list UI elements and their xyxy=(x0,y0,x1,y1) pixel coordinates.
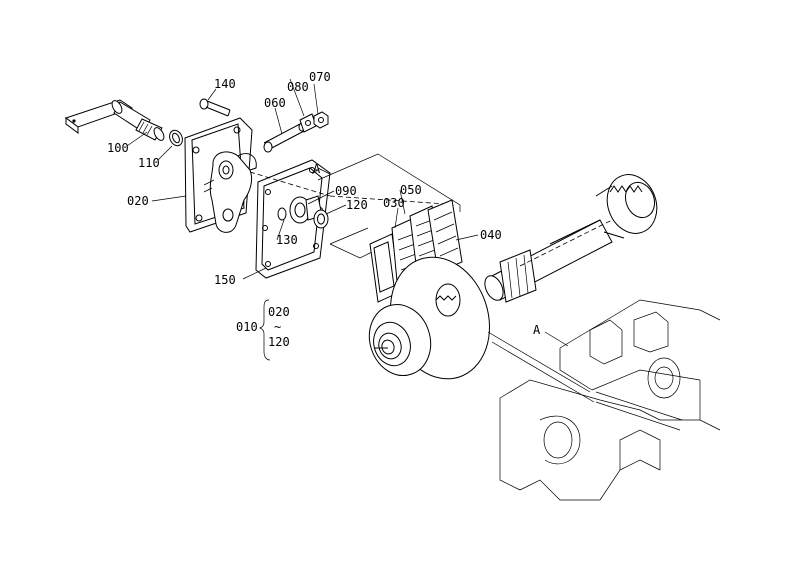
label-090: 090 xyxy=(335,184,357,198)
transmission-case-part xyxy=(499,299,721,501)
label-ref-a-upper: A xyxy=(313,162,321,176)
assembly-brace xyxy=(259,299,271,361)
assembly-range-tilde: ~ xyxy=(274,320,281,334)
ref-leader-lines xyxy=(249,167,447,205)
label-110: 110 xyxy=(138,156,160,170)
leader-lines xyxy=(126,78,569,347)
label-020: 020 xyxy=(127,194,149,208)
plate-group-outline xyxy=(317,153,461,259)
bolt-part xyxy=(199,98,231,117)
nut-part xyxy=(313,111,329,129)
oil-seal-part xyxy=(313,209,329,229)
housing-cover-part xyxy=(184,117,257,233)
drive-gear-part xyxy=(595,174,658,239)
lever-shaft-part xyxy=(64,99,165,141)
ring-part xyxy=(169,129,183,147)
label-040: 040 xyxy=(480,228,502,242)
label-050: 050 xyxy=(400,183,422,197)
shaft-part xyxy=(277,195,323,224)
label-130: 130 xyxy=(276,233,298,247)
label-100: 100 xyxy=(107,141,129,155)
label-ref-a-lower: A xyxy=(533,323,541,337)
pin-part xyxy=(263,122,306,153)
assembly-range-end: 120 xyxy=(268,335,290,349)
label-140: 140 xyxy=(214,77,236,91)
assembly-range-start: 020 xyxy=(268,305,290,319)
label-070: 070 xyxy=(309,70,331,84)
gasket-part xyxy=(255,159,331,279)
pointer-lines xyxy=(487,331,595,403)
pressure-hub-part xyxy=(368,304,432,376)
washer-plate-part xyxy=(299,113,317,133)
label-060: 060 xyxy=(264,96,286,110)
spline-shaft-part xyxy=(484,211,629,303)
label-120: 120 xyxy=(346,198,368,212)
assembly-code: 010 xyxy=(236,320,258,334)
label-080: 080 xyxy=(287,80,309,94)
label-030: 030 xyxy=(383,196,405,210)
label-150: 150 xyxy=(214,273,236,287)
